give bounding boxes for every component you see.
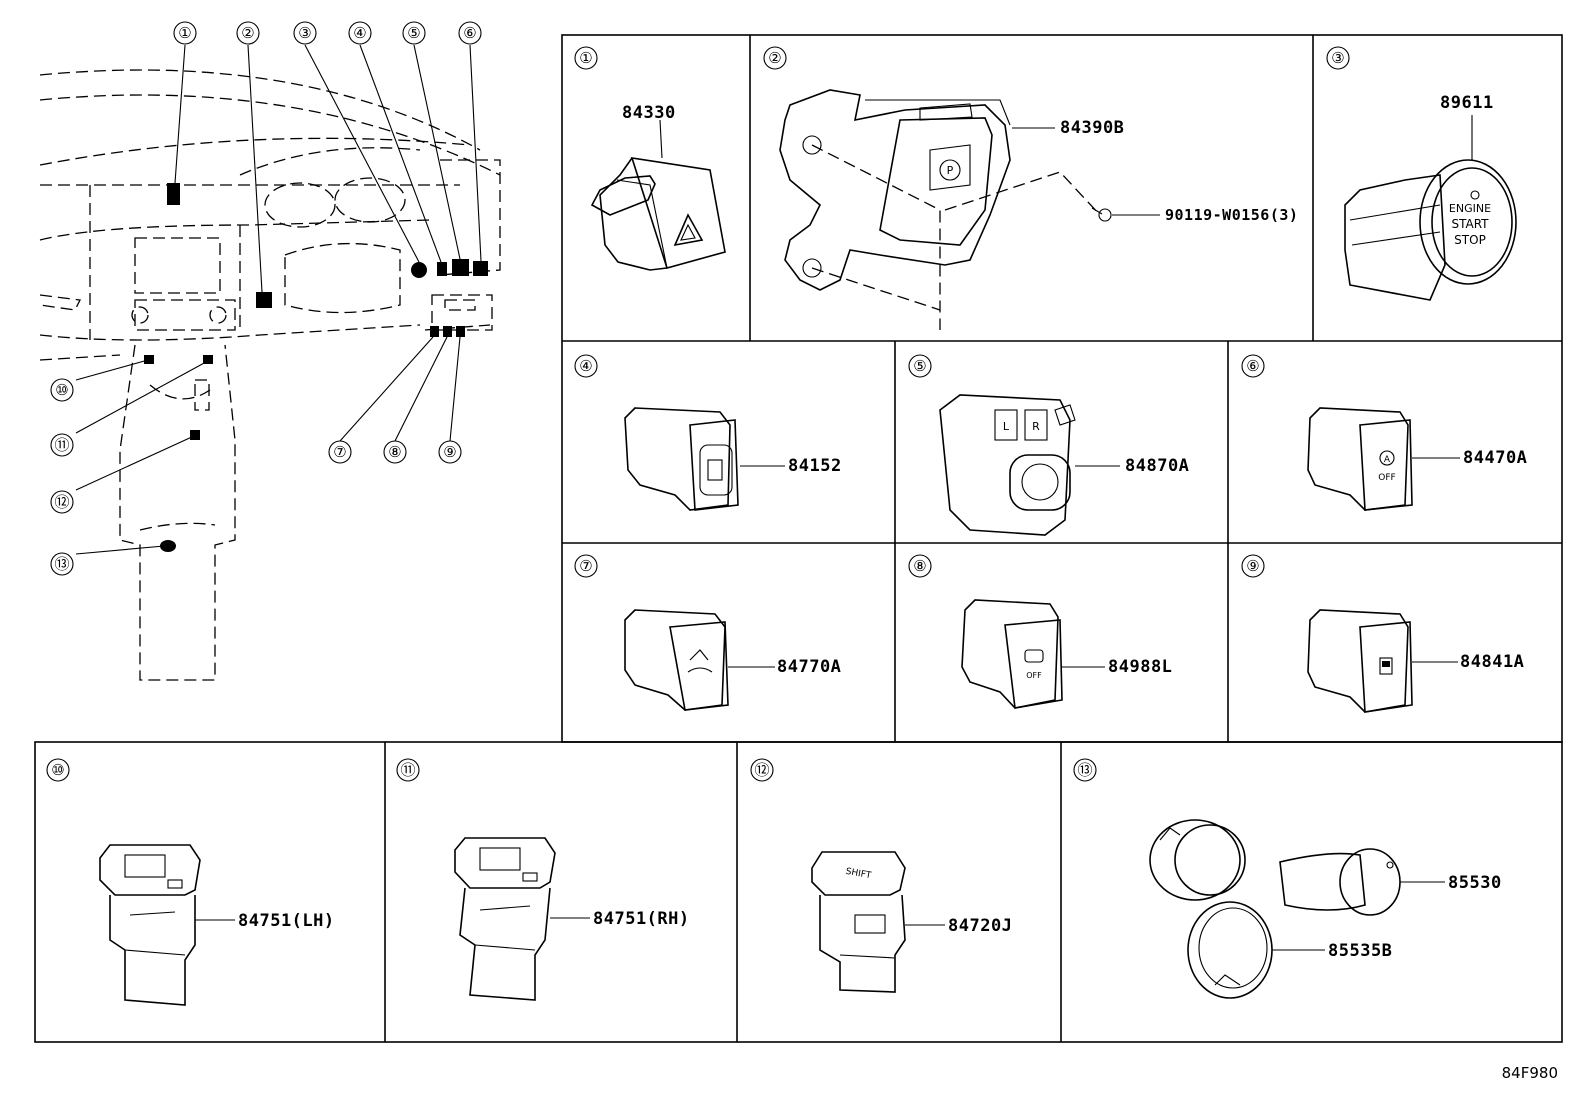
part-number: 85535B [1328,941,1392,961]
overview-callout-label: ⑤ [407,24,420,42]
overview-callout-label: ③ [298,24,311,42]
overview-callout-6: ⑥ [458,21,482,45]
button-legends: P ENGINE START STOP L R A OFF OFF SHIFT [845,164,1491,881]
callout-6: ⑥ [1241,354,1265,378]
panel-grid [34,34,1563,1043]
callout-7: ⑦ [574,554,598,578]
panel-9-switch [1307,609,1458,713]
shift-label: SHIFT [845,867,872,881]
panel-7-switch [624,609,775,711]
overview-callout-label: ⑦ [333,443,346,461]
part-number: 84751(RH) [593,909,690,929]
panel-2-parking-brake-switch [779,89,1160,330]
svg-text:⑬: ⑬ [1077,761,1092,779]
svg-text:③: ③ [1331,49,1344,67]
svg-text:⑫: ⑫ [754,761,769,779]
off-label: OFF [1026,671,1042,680]
svg-text:⑪: ⑪ [400,761,415,779]
overview-callout-12: ⑫ [50,490,74,514]
svg-text:⑨: ⑨ [1246,557,1259,575]
callout-2: ② [763,46,787,70]
overview-callout-7: ⑦ [328,440,352,464]
overview-callout-label: ⑫ [54,493,69,511]
overview-callout-label: ② [241,24,254,42]
part-number: 89611 [1440,93,1494,113]
svg-text:⑩: ⑩ [51,761,64,779]
start-stop-line-2: START [1451,217,1489,231]
callout-4: ④ [574,354,598,378]
overview-callout-13: ⑬ [50,552,74,576]
panel-11-seat-heater-switch [454,837,590,1001]
overview-callout-11: ⑪ [50,433,74,457]
panel-12-switch [811,851,945,993]
panel-4-switch [624,407,785,511]
svg-text:⑧: ⑧ [913,557,926,575]
part-number: 85530 [1448,873,1502,893]
panel-1-hazard-switch [590,119,726,271]
mirror-l-label: L [1003,420,1010,433]
part-number: 84751(LH) [238,911,335,931]
overview-callout-label: ⑧ [388,443,401,461]
park-symbol: P [947,164,954,177]
auto-a-label: A [1384,455,1391,465]
overview-callout-label: ⑨ [443,443,456,461]
panel-8-switch [961,599,1105,709]
overview-callout-2: ② [236,21,260,45]
overview-callout-label: ⑬ [54,555,69,573]
overview-callout-3: ③ [293,21,317,45]
overview-callout-label: ⑥ [463,24,476,42]
off-label: OFF [1378,473,1395,483]
part-number: 84870A [1125,456,1189,476]
part-number: 84152 [788,456,842,476]
start-stop-line-1: ENGINE [1449,202,1491,215]
panel-5-mirror-switch [939,394,1120,536]
part-number: 84988L [1108,657,1172,677]
panel-10-seat-heater-switch [99,844,235,1006]
svg-text:④: ④ [579,357,592,375]
svg-text:⑦: ⑦ [579,557,592,575]
callout-1: ① [574,46,598,70]
svg-text:①: ① [579,49,592,67]
svg-text:⑤: ⑤ [913,357,926,375]
callout-13: ⑬ [1073,758,1097,782]
part-number: 84720J [948,916,1012,936]
overview-callout-8: ⑧ [383,440,407,464]
diagram-code: 84F980 [1502,1064,1558,1082]
overview-callout-label: ⑪ [54,436,69,454]
callout-10: ⑩ [46,758,70,782]
callout-3: ③ [1326,46,1350,70]
svg-text:⑥: ⑥ [1246,357,1259,375]
overview-callout-9: ⑨ [438,440,462,464]
overview-callout-1: ① [173,21,197,45]
panel-6-switch [1307,407,1460,511]
start-stop-line-3: STOP [1454,233,1486,247]
callout-8: ⑧ [908,554,932,578]
part-numbers: 84330 84390B 90119-W0156(3) 89611 84152 … [238,93,1527,961]
mirror-r-label: R [1032,420,1040,433]
part-number: 84841A [1460,652,1524,672]
callout-9: ⑨ [1241,554,1265,578]
overview-callout-10: ⑩ [50,378,74,402]
svg-text:②: ② [768,49,781,67]
overview-callout-5: ⑤ [402,21,426,45]
overview-callout-label: ⑩ [55,381,68,399]
part-number: 90119-W0156(3) [1165,206,1298,224]
callout-12: ⑫ [750,758,774,782]
overview-callout-label: ④ [353,24,366,42]
part-number: 84390B [1060,118,1124,138]
overview-callout-4: ④ [348,21,372,45]
panel-13-power-outlet [1149,819,1445,999]
part-number: 84470A [1463,448,1527,468]
callout-11: ⑪ [396,758,420,782]
dashboard-overview: ① ② ③ ④ ⑤ ⑥ ⑦ ⑧ ⑨ ⑩ ⑪ ⑫ ⑬ [39,21,501,681]
panel-3-start-stop-button [1344,115,1517,301]
part-number: 84770A [777,657,841,677]
panel-callouts: ① ② ③ ④ ⑤ ⑥ ⑦ ⑧ ⑨ ⑩ ⑪ ⑫ ⑬ [46,46,1350,782]
part-number: 84330 [622,103,676,123]
overview-callout-label: ① [178,24,191,42]
callout-5: ⑤ [908,354,932,378]
